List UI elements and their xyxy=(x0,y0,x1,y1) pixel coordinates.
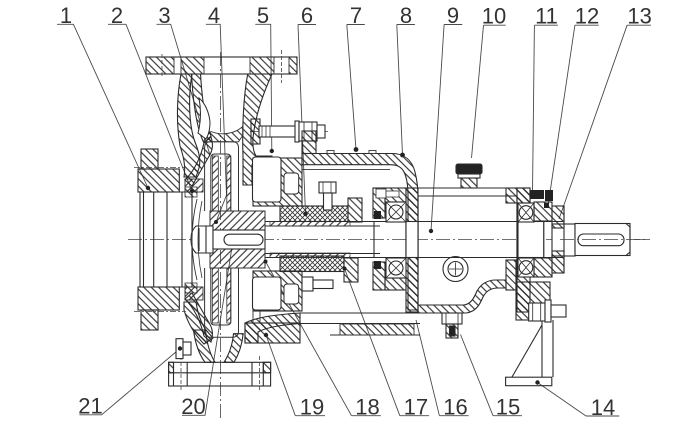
svg-text:1: 1 xyxy=(60,3,72,28)
svg-text:9: 9 xyxy=(447,3,459,28)
svg-text:3: 3 xyxy=(158,3,170,28)
svg-text:16: 16 xyxy=(443,395,467,420)
svg-text:6: 6 xyxy=(301,3,313,28)
svg-text:8: 8 xyxy=(400,3,412,28)
svg-text:5: 5 xyxy=(257,3,269,28)
svg-text:14: 14 xyxy=(591,395,615,420)
svg-text:19: 19 xyxy=(300,395,324,420)
svg-text:10: 10 xyxy=(482,4,506,29)
svg-text:11: 11 xyxy=(535,4,558,29)
svg-text:18: 18 xyxy=(355,395,379,420)
svg-text:13: 13 xyxy=(627,4,651,29)
svg-text:12: 12 xyxy=(575,4,599,29)
svg-text:2: 2 xyxy=(111,3,123,28)
svg-text:17: 17 xyxy=(404,395,428,420)
svg-text:15: 15 xyxy=(496,395,520,420)
svg-text:20: 20 xyxy=(181,394,205,419)
svg-text:21: 21 xyxy=(78,394,102,419)
svg-text:7: 7 xyxy=(350,3,362,28)
svg-text:4: 4 xyxy=(208,3,220,28)
